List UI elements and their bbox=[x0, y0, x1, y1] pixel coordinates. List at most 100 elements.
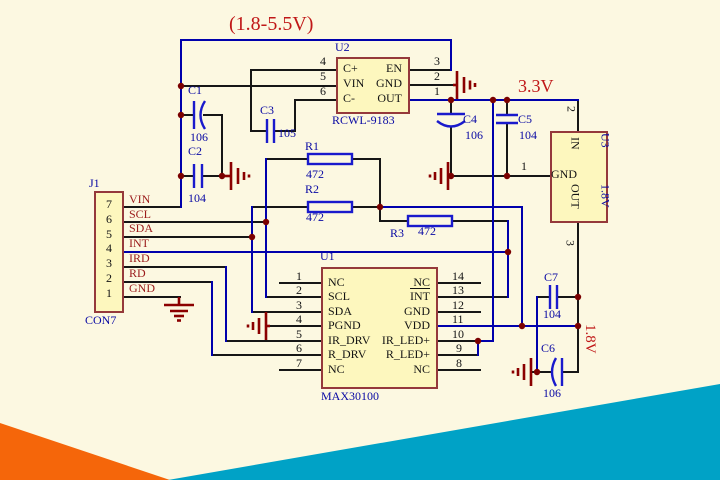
u1-pin-number: 8 bbox=[456, 356, 462, 370]
u3-pin-name: OUT bbox=[568, 184, 583, 209]
r3-refdes: R3 bbox=[390, 226, 405, 240]
j1-body bbox=[94, 191, 124, 313]
u2-pin-number: 6 bbox=[320, 84, 326, 98]
c1-value: 106 bbox=[190, 130, 208, 144]
c6-refdes: C6 bbox=[541, 341, 556, 355]
u1-pin-name: VDD bbox=[404, 318, 430, 332]
u1-pin-name: IR_DRV bbox=[328, 333, 371, 347]
u2-body bbox=[336, 57, 410, 114]
rail-1v8-label: 1.8V bbox=[581, 324, 598, 354]
ground-icon bbox=[222, 162, 251, 190]
c7-refdes: C7 bbox=[544, 270, 559, 284]
j1-signal-label: VIN bbox=[129, 192, 151, 206]
u2-pin-name: GND bbox=[376, 76, 402, 90]
u1-pin-number: 4 bbox=[296, 312, 302, 326]
u2-pin-number: 3 bbox=[434, 54, 440, 68]
r2-value: 472 bbox=[306, 210, 324, 224]
r3-value: 472 bbox=[418, 224, 436, 238]
u1-pin-name-int: INT bbox=[410, 289, 430, 303]
c2-value: 104 bbox=[188, 191, 206, 205]
c4-curved-plate bbox=[436, 120, 466, 128]
u1-pin-number: 5 bbox=[296, 327, 302, 341]
ground-icon bbox=[246, 312, 270, 340]
u2-part: RCWL-9183 bbox=[332, 113, 395, 127]
u1-pin-name: NC bbox=[328, 275, 345, 289]
j1-part: CON7 bbox=[85, 313, 117, 327]
u1-refdes: U1 bbox=[320, 249, 335, 263]
u1-pin-name: R_DRV bbox=[328, 347, 367, 361]
u1-pin-name: SCL bbox=[328, 289, 351, 303]
u3-part: 1.8V bbox=[598, 184, 613, 208]
r1-refdes: R1 bbox=[305, 139, 320, 153]
j1-refdes: J1 bbox=[89, 176, 100, 190]
ground-icon bbox=[164, 297, 194, 322]
u3-refdes: U3 bbox=[598, 133, 613, 148]
c4-refdes: C4 bbox=[463, 112, 478, 126]
c4-value: 106 bbox=[465, 128, 483, 142]
u2-pin-name: OUT bbox=[377, 91, 402, 105]
j1-pin-number: 7 bbox=[106, 197, 112, 211]
r1-value: 472 bbox=[306, 167, 324, 181]
j1-signal-label: RD bbox=[129, 266, 146, 280]
resistor-bodies bbox=[306, 152, 454, 228]
u2-pin-number: 4 bbox=[320, 54, 326, 68]
u3-pin-number: 2 bbox=[564, 106, 579, 112]
u1-pin-number: 11 bbox=[452, 312, 464, 326]
u1-pin-name: NC bbox=[328, 362, 345, 376]
u1-pin-number: 9 bbox=[456, 341, 462, 355]
u3-pin-name: IN bbox=[568, 137, 583, 150]
j1-pin-number: 3 bbox=[106, 256, 112, 270]
ground-icon bbox=[453, 71, 477, 99]
j1-pin-number: 5 bbox=[106, 227, 112, 241]
u3-pin-number: 3 bbox=[563, 240, 578, 246]
r2-body bbox=[306, 200, 354, 214]
rail-3v3-label: 3.3V bbox=[518, 76, 554, 96]
j1-pin-number: 1 bbox=[106, 286, 112, 300]
u1-pin-number: 3 bbox=[296, 298, 302, 312]
u2-pin-name: C- bbox=[343, 91, 355, 105]
u1-pin-name: NC bbox=[413, 275, 430, 289]
u3-body bbox=[550, 131, 608, 223]
u3-pin-name: GND bbox=[551, 167, 577, 181]
ground-icon bbox=[428, 162, 450, 190]
orange-ribbon bbox=[0, 423, 170, 480]
c1-refdes: C1 bbox=[188, 83, 203, 97]
u3-pin-number: 1 bbox=[521, 159, 527, 173]
c2-refdes: C2 bbox=[188, 144, 203, 158]
u1-pin-number: 14 bbox=[452, 269, 464, 283]
u1-pin-number: 7 bbox=[296, 356, 302, 370]
j1-signal-label: SDA bbox=[129, 221, 154, 235]
supply-range-label: (1.8-5.5V) bbox=[229, 13, 314, 35]
u2-pin-number: 5 bbox=[320, 69, 326, 83]
u1-part: MAX30100 bbox=[321, 389, 380, 403]
j1-pin-number: 2 bbox=[106, 271, 112, 285]
u1-pin-number: 12 bbox=[452, 298, 464, 312]
u1-pin-name: R_LED+ bbox=[385, 347, 430, 361]
c3-refdes: C3 bbox=[260, 103, 275, 117]
u1-pin-number: 1 bbox=[296, 269, 302, 283]
u2-pin-number: 1 bbox=[434, 84, 440, 98]
c5-value: 104 bbox=[519, 128, 537, 142]
teal-ribbon bbox=[168, 384, 720, 480]
ground-symbols bbox=[164, 71, 533, 386]
u2-refdes: U2 bbox=[335, 40, 350, 54]
j1-signal-label: INT bbox=[129, 236, 149, 250]
j1-signal-label: IRD bbox=[129, 251, 150, 265]
r3-body bbox=[406, 214, 454, 228]
component-boxes bbox=[94, 57, 608, 389]
u1-pin-name: IR_LED+ bbox=[381, 333, 430, 347]
u1-pin-name: NC bbox=[413, 362, 430, 376]
r2-refdes: R2 bbox=[305, 182, 320, 196]
u1-pin-name: GND bbox=[404, 304, 430, 318]
u2-pin-number: 2 bbox=[434, 69, 440, 83]
c3-value: 105 bbox=[278, 126, 296, 140]
j1-signal-label: GND bbox=[129, 281, 155, 295]
j1-signal-label: SCL bbox=[129, 207, 152, 221]
r1-body bbox=[306, 152, 354, 166]
u2-pin-name: C+ bbox=[343, 61, 358, 75]
u1-pin-number: 13 bbox=[452, 283, 464, 297]
j1-pin-number: 6 bbox=[106, 212, 112, 226]
u2-pin-name: EN bbox=[386, 61, 402, 75]
capacitor-plates bbox=[192, 100, 564, 387]
